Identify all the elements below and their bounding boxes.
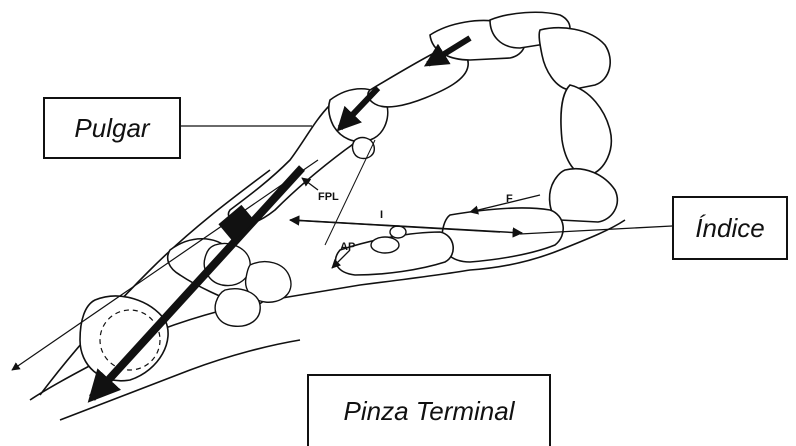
indice-label: Índice [695,213,764,244]
pinza-terminal-label-box: Pinza Terminal [307,374,551,446]
pinza-terminal-label: Pinza Terminal [343,396,514,427]
fpl-label: FPL [318,191,339,203]
i-label: I [380,209,383,221]
f-label: F [506,193,513,205]
fpl-arrow [302,178,318,190]
index-bones [336,12,618,275]
pulgar-label: Pulgar [74,113,149,144]
indice-label-box: Índice [672,196,788,260]
pulgar-label-box: Pulgar [43,97,181,159]
ap-label: AP [340,241,355,253]
